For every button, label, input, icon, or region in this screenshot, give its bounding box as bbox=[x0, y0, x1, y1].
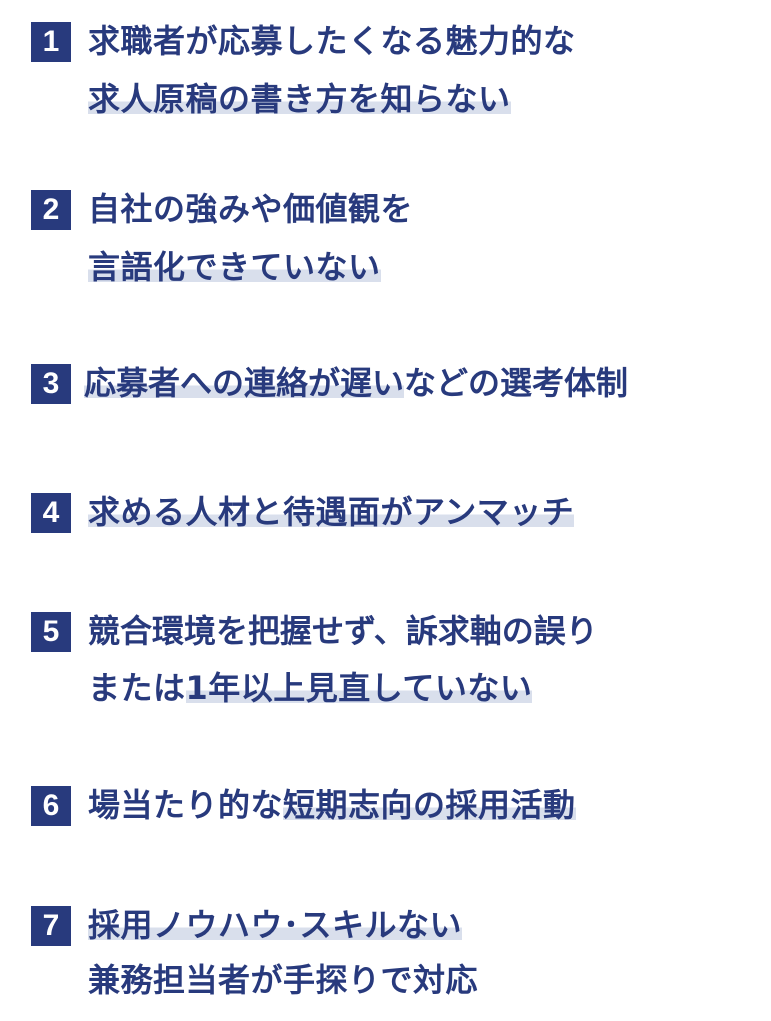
item-text-highlight: 求人原稿の書き方を知らない bbox=[88, 80, 511, 118]
item-text-line: 採用ノウハウ･スキルない bbox=[88, 903, 463, 947]
item-number-badge: 6 bbox=[31, 786, 71, 826]
item-text-highlight: 短期志向の採用活動 bbox=[283, 786, 576, 824]
item-text-line: または1年以上見直していない bbox=[88, 666, 533, 710]
item-number-badge: 2 bbox=[31, 190, 71, 230]
item-text-line: 求職者が応募したくなる魅力的な bbox=[88, 22, 576, 60]
item-number-badge: 1 bbox=[31, 22, 71, 62]
item-text-line: 応募者への連絡が遅いなどの選考体制 bbox=[84, 361, 628, 405]
item-text-highlight: 言語化できていない bbox=[88, 248, 381, 286]
item-text-highlight: 求める人材と待遇面がアンマッチ bbox=[88, 493, 575, 531]
item-text-line: 兼務担当者が手探りで対応 bbox=[88, 961, 479, 999]
item-text-line: 場当たり的な短期志向の採用活動 bbox=[88, 783, 576, 827]
item-text-line: 競合環境を把握せず、訴求軸の誤り bbox=[88, 612, 598, 650]
item-text-line: 言語化できていない bbox=[88, 245, 381, 289]
item-text-line: 求人原稿の書き方を知らない bbox=[88, 77, 511, 121]
item-text-highlight: 応募者への連絡が遅い bbox=[84, 364, 405, 402]
item-text-line: 求める人材と待遇面がアンマッチ bbox=[88, 490, 575, 534]
item-text-plain: 場当たり的な bbox=[88, 786, 284, 824]
item-text-highlight: 1年以上見直していない bbox=[185, 669, 533, 707]
item-text-highlight: 採用ノウハウ･スキルない bbox=[88, 906, 463, 944]
item-number-badge: 4 bbox=[31, 493, 71, 533]
item-text-plain: または bbox=[88, 669, 186, 707]
item-number-badge: 5 bbox=[31, 612, 71, 652]
item-number-badge: 7 bbox=[31, 906, 71, 946]
item-number-badge: 3 bbox=[31, 364, 71, 404]
item-text-plain: などの選考体制 bbox=[404, 364, 629, 402]
item-text-line: 自社の強みや価値観を bbox=[88, 190, 414, 228]
